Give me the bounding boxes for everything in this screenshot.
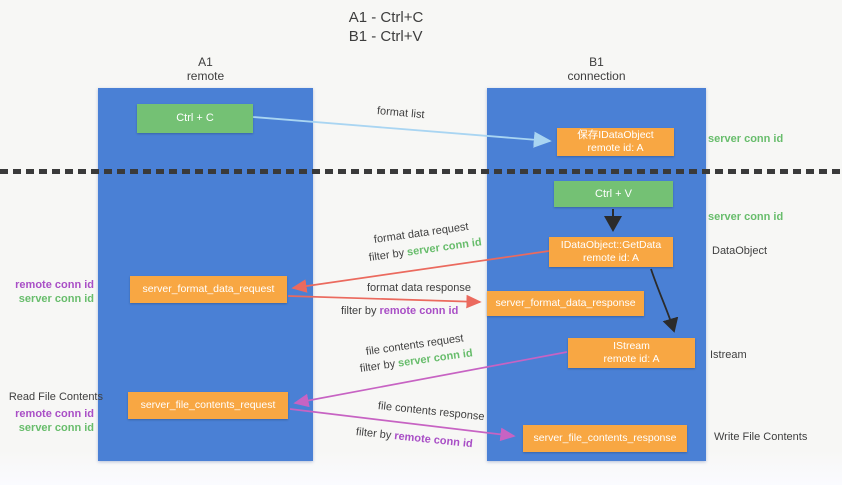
label-server-conn-id-1: server conn id	[18, 293, 94, 305]
arrow-label-format-data-response: format data response	[367, 282, 471, 294]
label-conn-ids-group2: remote conn id server conn id	[8, 407, 94, 435]
column-b1-subtitle: connection	[567, 69, 626, 83]
filter-by-prefix: filter by	[341, 305, 377, 317]
node-istream: IStream remote id: A	[568, 338, 695, 368]
column-header-a1: A1 remote	[98, 55, 313, 83]
label-server-conn-id-top: server conn id	[708, 133, 784, 145]
label-write-file-contents: Write File Contents	[714, 431, 808, 443]
node-server-file-contents-response-label: server_file_contents_response	[533, 432, 677, 444]
node-server-format-data-response: server_format_data_response	[487, 291, 644, 316]
node-server-file-contents-request: server_file_contents_request	[128, 392, 288, 419]
node-server-format-data-request: server_format_data_request	[130, 276, 287, 303]
diagram-title: A1 - Ctrl+C B1 - Ctrl+V	[0, 8, 772, 46]
file-contents-response-arrow	[289, 408, 516, 442]
node-idataobject-getdata-line1: IDataObject::GetData	[560, 239, 662, 251]
column-header-b1: B1 connection	[487, 55, 706, 83]
node-save-idataobject: 保存IDataObject remote id: A	[557, 128, 674, 156]
format-data-response-arrow	[287, 294, 482, 309]
node-save-idataobject-line2: remote id: A	[587, 142, 644, 154]
format-list-arrow	[252, 116, 552, 148]
label-read-file-contents: Read File Contents	[8, 391, 103, 403]
node-server-format-data-response-label: server_format_data_response	[495, 297, 636, 309]
label-server-conn-id-2: server conn id	[18, 422, 94, 434]
label-dataobject: DataObject	[712, 245, 768, 257]
column-b1-name: B1	[589, 55, 604, 69]
file-contents-request-arrow	[293, 351, 568, 408]
node-server-file-contents-response: server_file_contents_response	[523, 425, 687, 452]
node-ctrl-v: Ctrl + V	[554, 181, 673, 207]
node-ctrl-c: Ctrl + C	[137, 104, 253, 133]
getdata-to-istream-arrow	[650, 268, 679, 333]
label-remote-conn-id-2: remote conn id	[15, 408, 94, 420]
label-remote-conn-id-1: remote conn id	[15, 279, 94, 291]
node-server-file-contents-request-label: server_file_contents_request	[140, 399, 276, 411]
node-save-idataobject-line1: 保存IDataObject	[577, 129, 654, 141]
title-line-2: B1 - Ctrl+V	[348, 28, 423, 45]
label-istream: Istream	[710, 349, 747, 361]
node-ctrl-c-label: Ctrl + C	[176, 112, 214, 124]
machine-boundary-dotted-line	[0, 169, 842, 174]
format-data-request-arrow	[291, 250, 550, 293]
node-server-format-data-request-label: server_format_data_request	[142, 283, 275, 295]
node-ctrl-v-label: Ctrl + V	[595, 187, 632, 200]
column-a1-subtitle: remote	[186, 69, 225, 83]
node-idataobject-getdata: IDataObject::GetData remote id: A	[549, 237, 673, 267]
node-istream-line2: remote id: A	[603, 353, 660, 365]
label-conn-ids-group1: remote conn id server conn id	[8, 278, 94, 306]
node-istream-line1: IStream	[613, 340, 650, 352]
column-a1-name: A1	[198, 55, 213, 69]
label-server-conn-id-mid: server conn id	[708, 211, 784, 223]
title-line-1: A1 - Ctrl+C	[348, 9, 424, 26]
node-idataobject-getdata-line2: remote id: A	[582, 252, 640, 264]
filter-by-value: remote conn id	[379, 305, 459, 317]
